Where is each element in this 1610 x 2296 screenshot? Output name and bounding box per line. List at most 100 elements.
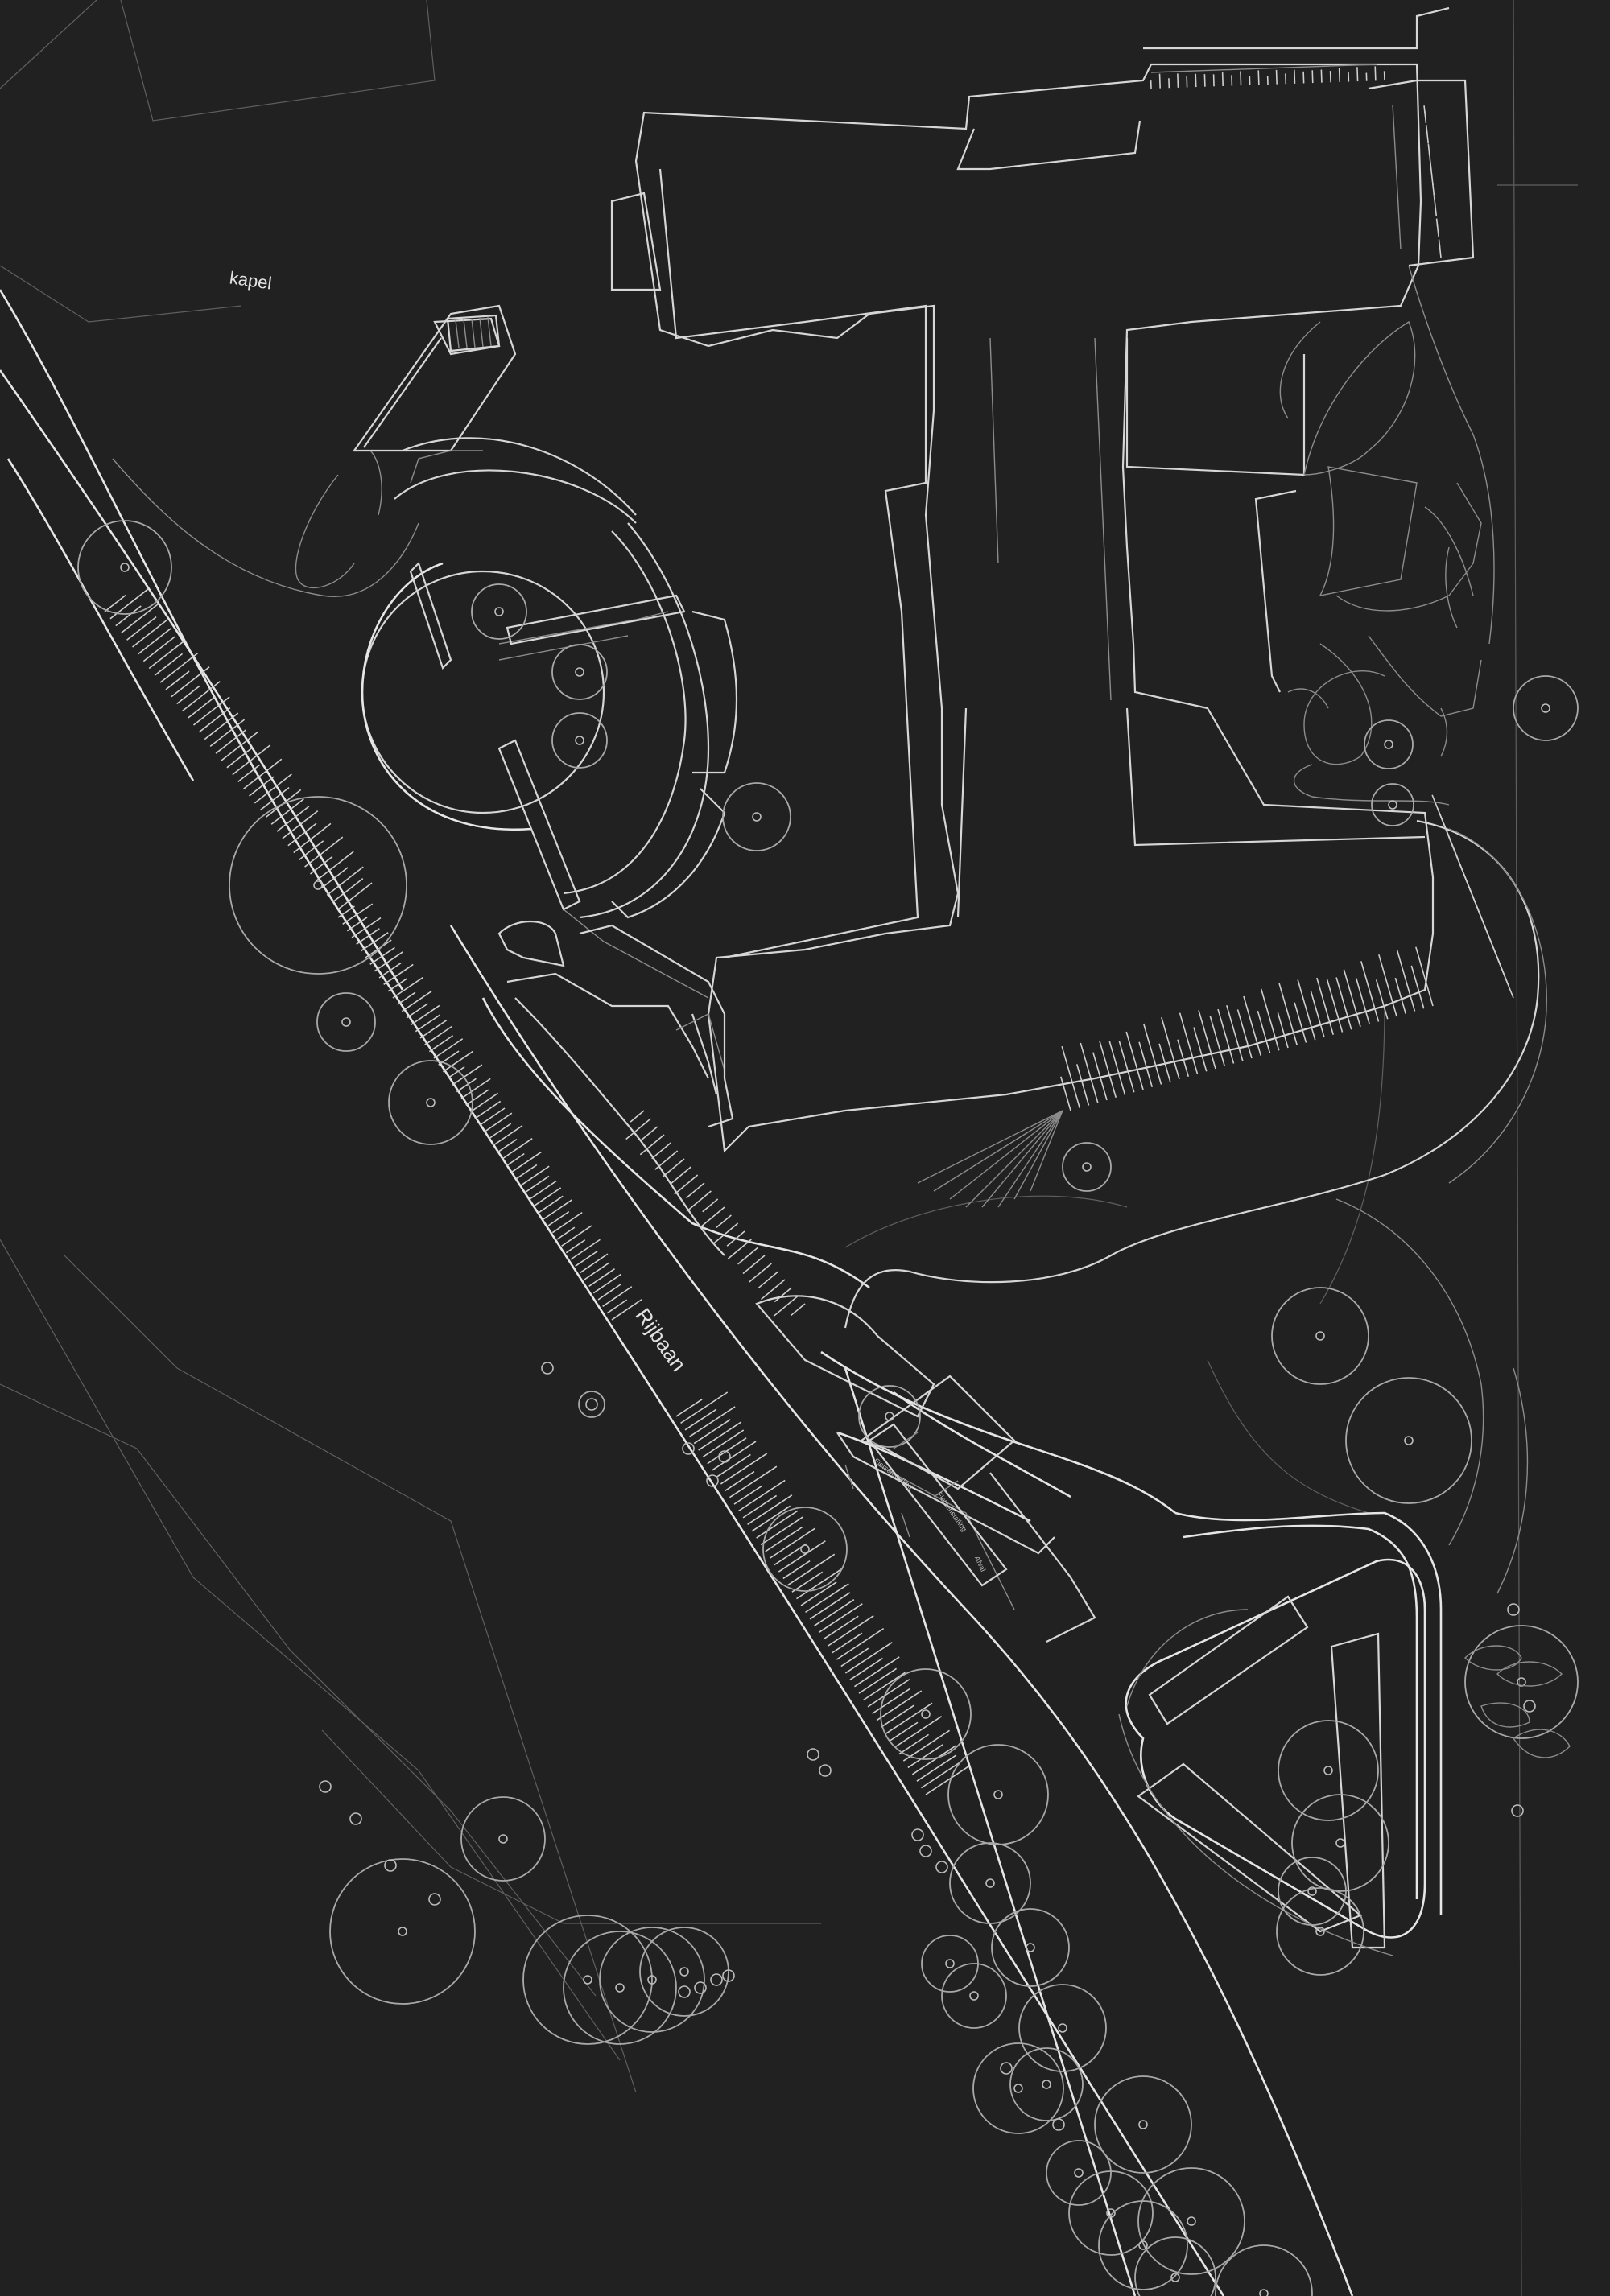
parking-stall	[1198, 1010, 1216, 1070]
parking-stall	[592, 1273, 621, 1294]
tree-trunk	[1315, 1927, 1325, 1936]
parking-stall	[742, 1255, 766, 1275]
parking-stall	[1310, 990, 1325, 1038]
tree-trunk	[575, 667, 584, 677]
tree-crown	[1464, 1625, 1579, 1739]
parking-stall	[925, 1766, 970, 1795]
parking-stall	[805, 1583, 849, 1614]
parking-stall	[237, 764, 261, 783]
parking-stall	[680, 1391, 729, 1424]
tree-crown	[1134, 2236, 1216, 2296]
parking-stall	[1177, 1039, 1190, 1077]
parking-stall	[774, 1287, 792, 1303]
parking-stall	[1275, 69, 1278, 85]
parking-stall	[254, 773, 292, 804]
parking-stall	[733, 1485, 763, 1505]
parking-stall	[1277, 1012, 1289, 1049]
sapling	[919, 1845, 932, 1857]
parking-stall	[497, 1138, 518, 1153]
sapling	[428, 1893, 441, 1906]
parking-stall	[415, 1014, 441, 1033]
tree-trunk	[1259, 2289, 1269, 2296]
parking-stall	[121, 604, 159, 634]
sapling	[1511, 1804, 1524, 1817]
tree-crown	[1137, 2167, 1245, 2275]
parking-stall	[226, 746, 254, 769]
parking-stall	[749, 1263, 772, 1283]
parking-stall	[1297, 979, 1316, 1041]
parking-stall	[1430, 163, 1433, 175]
parking-stall	[483, 1112, 513, 1133]
parking-stall	[419, 1020, 448, 1039]
parking-stall	[778, 1540, 826, 1573]
car-park-drive	[820, 1350, 1443, 1915]
parking-stall	[1428, 152, 1431, 165]
parking-stall	[823, 1615, 859, 1640]
parking-stall	[675, 1399, 703, 1417]
parking-stall	[1492, 948, 1514, 999]
parking-stall	[1260, 988, 1280, 1051]
parking-stall	[1195, 73, 1197, 88]
car-park-island	[1118, 1558, 1426, 1956]
parking-stall	[132, 619, 167, 648]
tree-crown	[991, 1908, 1070, 1987]
shrub-cluster	[1464, 1645, 1571, 1758]
parking-stall	[689, 1406, 736, 1437]
parking-stall	[881, 1704, 914, 1728]
parking-stall	[670, 1166, 691, 1185]
parking-stall	[894, 1716, 943, 1748]
parking-stall	[684, 1408, 717, 1431]
parking-stall	[699, 1206, 725, 1229]
parking-stall	[469, 1092, 499, 1113]
parking-stall	[1430, 174, 1434, 186]
parking-stall	[1142, 1023, 1162, 1085]
tree-crown	[599, 1927, 705, 2033]
parking-stall	[1161, 1016, 1180, 1080]
tree-crown	[1215, 2244, 1313, 2296]
parking-stall	[232, 744, 271, 776]
parking-stall	[137, 628, 171, 655]
parking-stall	[885, 1702, 933, 1735]
parking-stall	[1343, 969, 1361, 1028]
parking-stall	[282, 810, 319, 839]
tree-trunk	[1307, 1886, 1317, 1896]
parking-stall	[738, 1479, 786, 1512]
parking-stall	[853, 1656, 900, 1688]
sapling	[718, 1450, 731, 1463]
parking-stall	[1226, 1005, 1244, 1061]
sapling	[722, 1969, 735, 1982]
parking-stall	[1257, 70, 1260, 85]
tree-crown	[941, 1963, 1007, 2029]
tree-trunk	[945, 1959, 955, 1968]
tree-crown	[639, 1927, 729, 2017]
parking-stall	[126, 616, 157, 641]
parking-stall	[907, 1744, 943, 1769]
parking-stall	[840, 1647, 869, 1667]
parking-stall	[818, 1603, 863, 1634]
parking-stall	[872, 1688, 910, 1714]
sapling	[819, 1764, 832, 1777]
parking-stall	[716, 1453, 751, 1478]
tree-crown	[1278, 1857, 1347, 1926]
parking-stall	[809, 1592, 851, 1620]
parking-stall	[630, 1110, 645, 1123]
parking-stall	[215, 729, 246, 754]
tree-crown	[563, 1931, 677, 2045]
parking-stall	[524, 1175, 550, 1193]
parking-stall	[693, 1419, 731, 1445]
parking-stall	[365, 939, 392, 958]
parking-stall	[1431, 183, 1435, 196]
parking-stall	[1320, 69, 1323, 83]
parking-stall	[188, 696, 216, 719]
parking-stall	[293, 822, 332, 854]
parking-stall	[1075, 1064, 1090, 1106]
parking-stall	[342, 903, 374, 925]
parking-stall	[844, 1642, 893, 1674]
parking-stall	[702, 1198, 719, 1213]
parking-stalls-south	[625, 1110, 806, 1317]
tree-trunk	[398, 1927, 407, 1936]
tree-crown	[858, 1385, 921, 1448]
parking-stall	[597, 1284, 621, 1301]
parking-stall	[686, 1182, 705, 1199]
tree-trunk	[1315, 1331, 1325, 1341]
